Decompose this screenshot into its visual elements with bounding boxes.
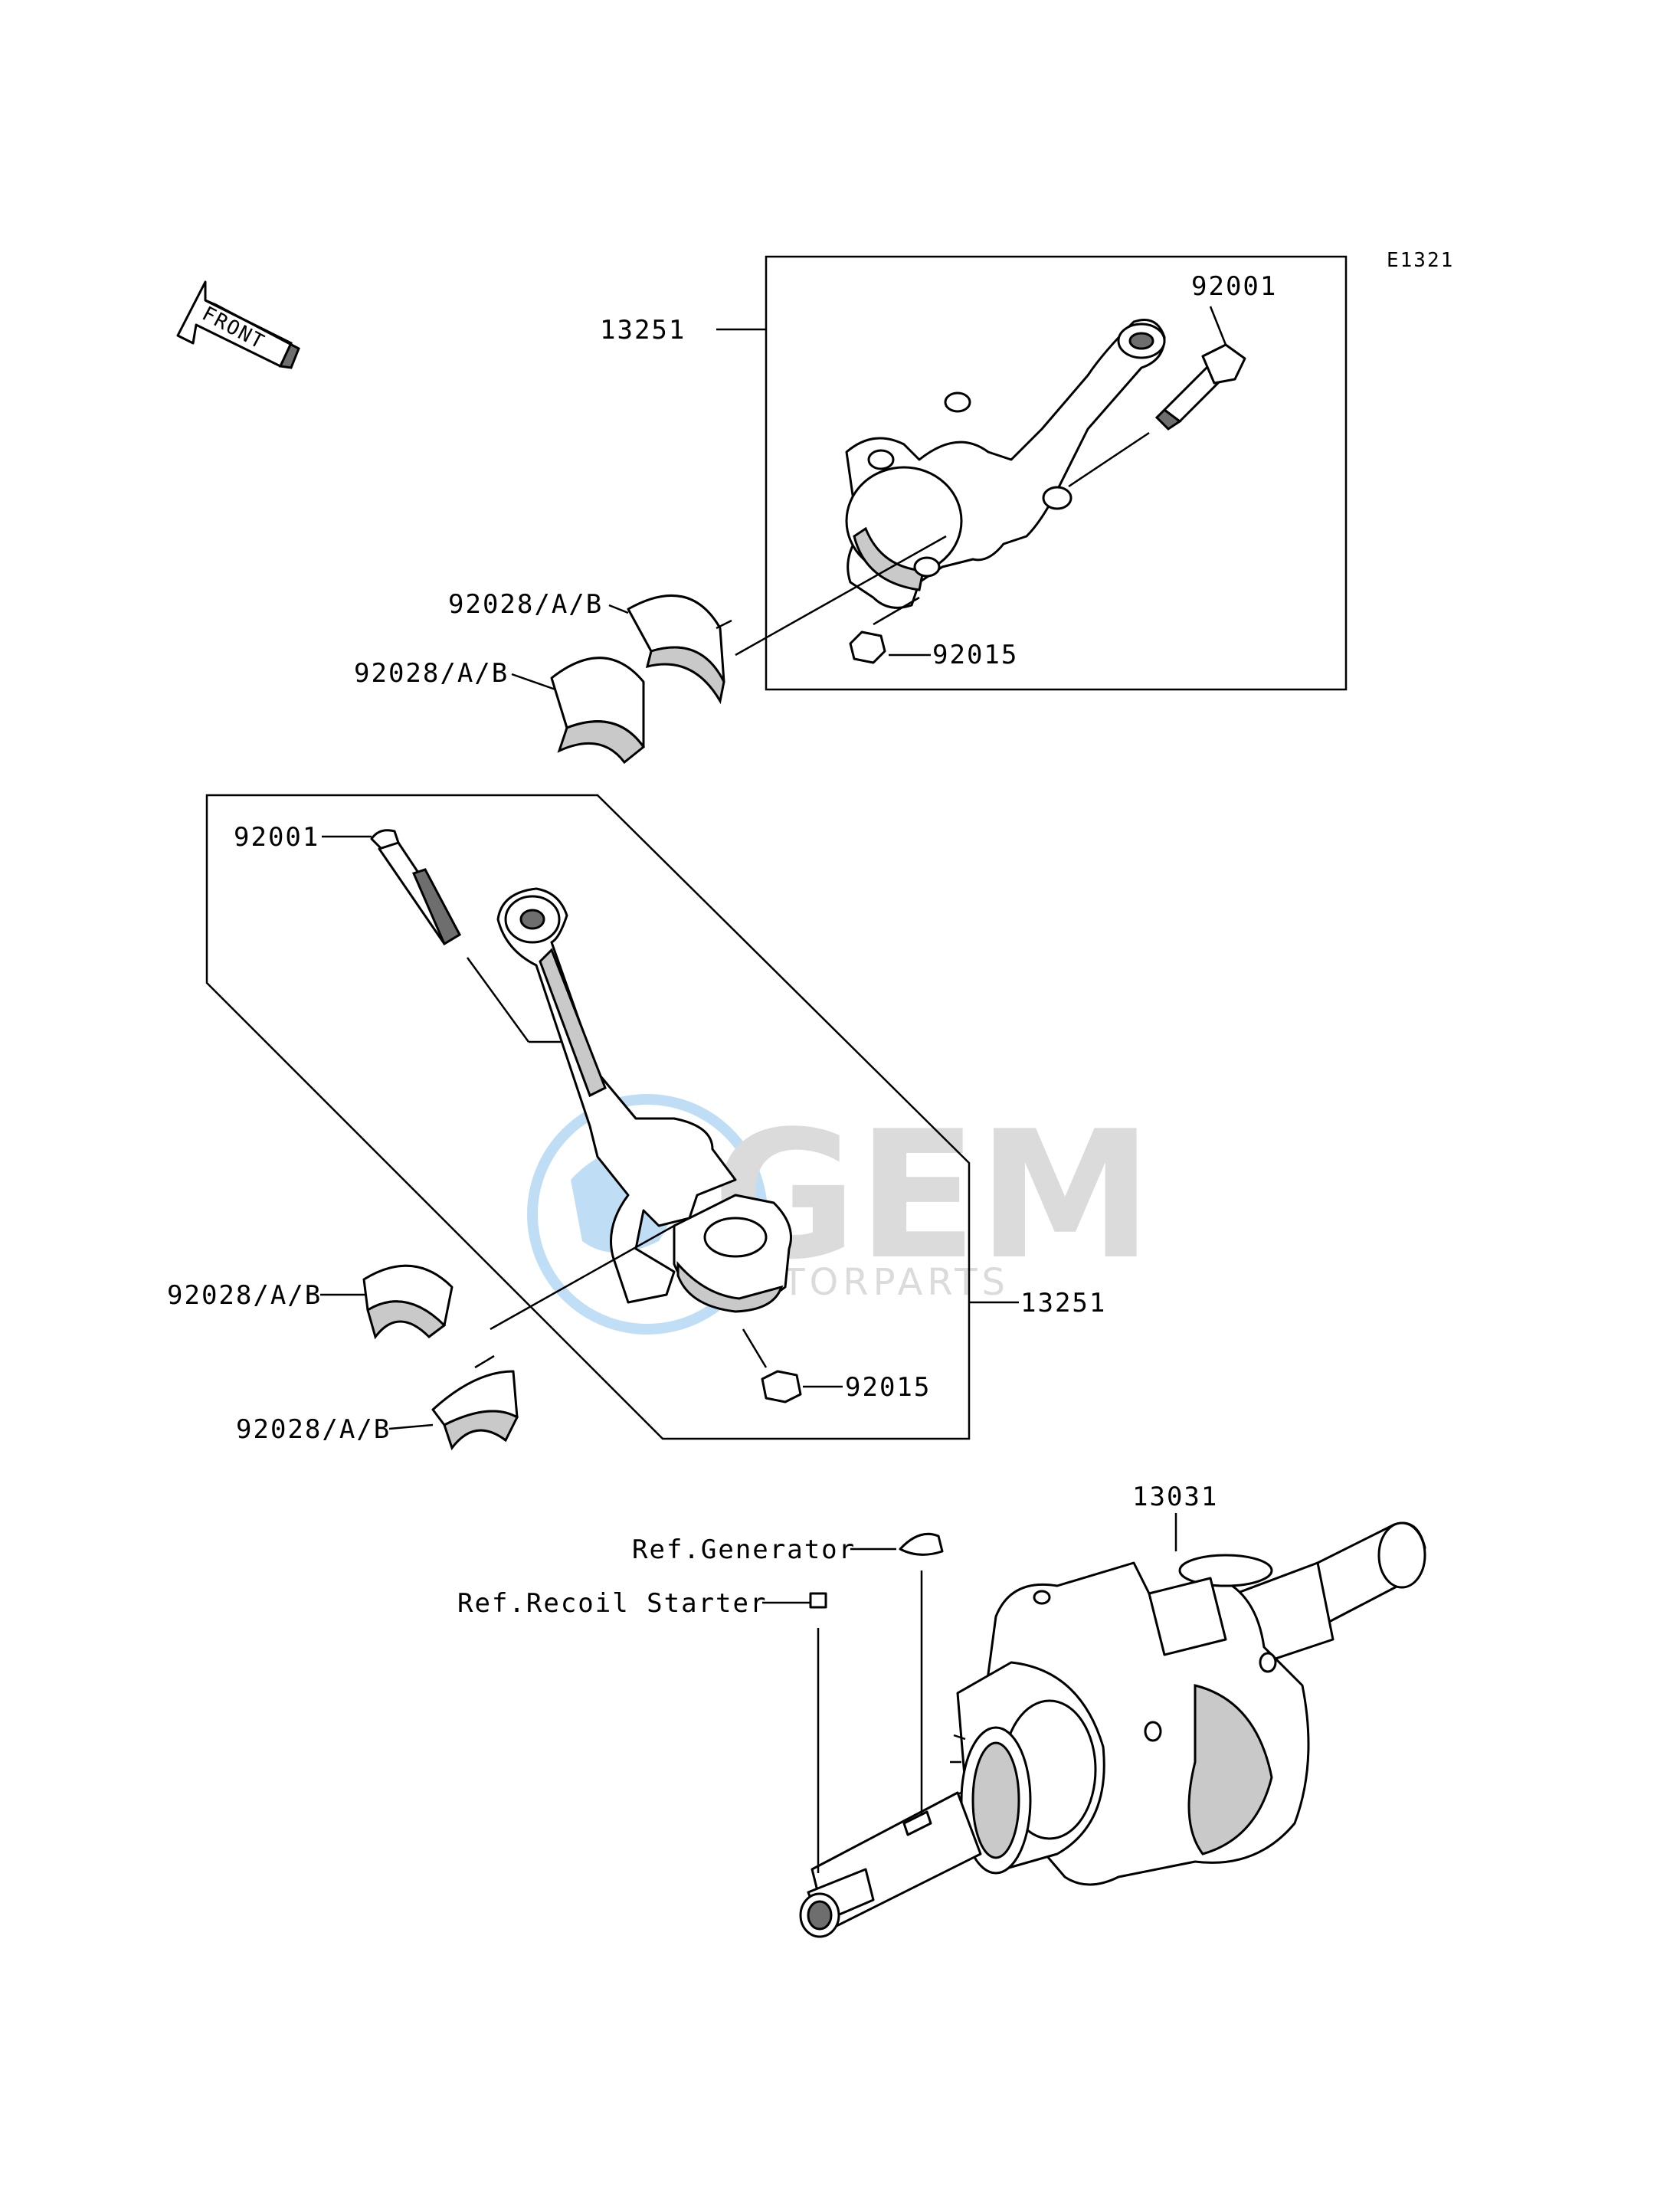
label-bearing-lower-1: 92028/A/B xyxy=(167,1280,322,1311)
nut-lower xyxy=(761,1370,802,1403)
label-conrod-lower: 13251 xyxy=(1020,1288,1106,1318)
label-bearing-top-1: 92028/A/B xyxy=(448,589,603,620)
bearing-shell-lower-1 xyxy=(362,1264,454,1340)
bearing-shell-lower-2 xyxy=(431,1370,519,1451)
bolt-lower xyxy=(370,829,461,946)
conrod-assy-box-top xyxy=(765,255,1348,691)
connecting-rod-top xyxy=(845,319,1166,609)
ref-generator: Ref.Generator xyxy=(632,1534,856,1565)
bolt-top xyxy=(1154,343,1246,431)
connecting-rod-lower xyxy=(496,887,737,1304)
label-bolt-lower: 92001 xyxy=(234,822,319,853)
label-bearing-top-2: 92028/A/B xyxy=(354,658,509,689)
front-arrow-icon: FRONT xyxy=(176,280,300,369)
nut-top xyxy=(849,630,886,664)
crankshaft xyxy=(799,1521,1426,1938)
diagram-code: E1321 xyxy=(1387,249,1454,272)
label-crankshaft: 13031 xyxy=(1132,1482,1218,1512)
timing-gear-icon xyxy=(949,1726,1032,1875)
label-conrod-top: 13251 xyxy=(600,315,686,346)
label-bearing-lower-2: 92028/A/B xyxy=(236,1414,391,1445)
bearing-shell-top-2 xyxy=(550,657,646,765)
ref-recoil-starter: Ref.Recoil Starter xyxy=(457,1588,767,1619)
bearing-shell-top-1 xyxy=(627,594,725,705)
key-generator-icon xyxy=(899,1532,944,1556)
rod-cap-lower xyxy=(673,1194,792,1313)
label-bolt-top: 92001 xyxy=(1191,271,1277,302)
label-nut-top: 92015 xyxy=(932,640,1018,670)
conrod-assy-box-lower xyxy=(205,794,971,1440)
key-recoil-starter-icon xyxy=(809,1592,827,1609)
label-nut-lower: 92015 xyxy=(845,1372,931,1403)
